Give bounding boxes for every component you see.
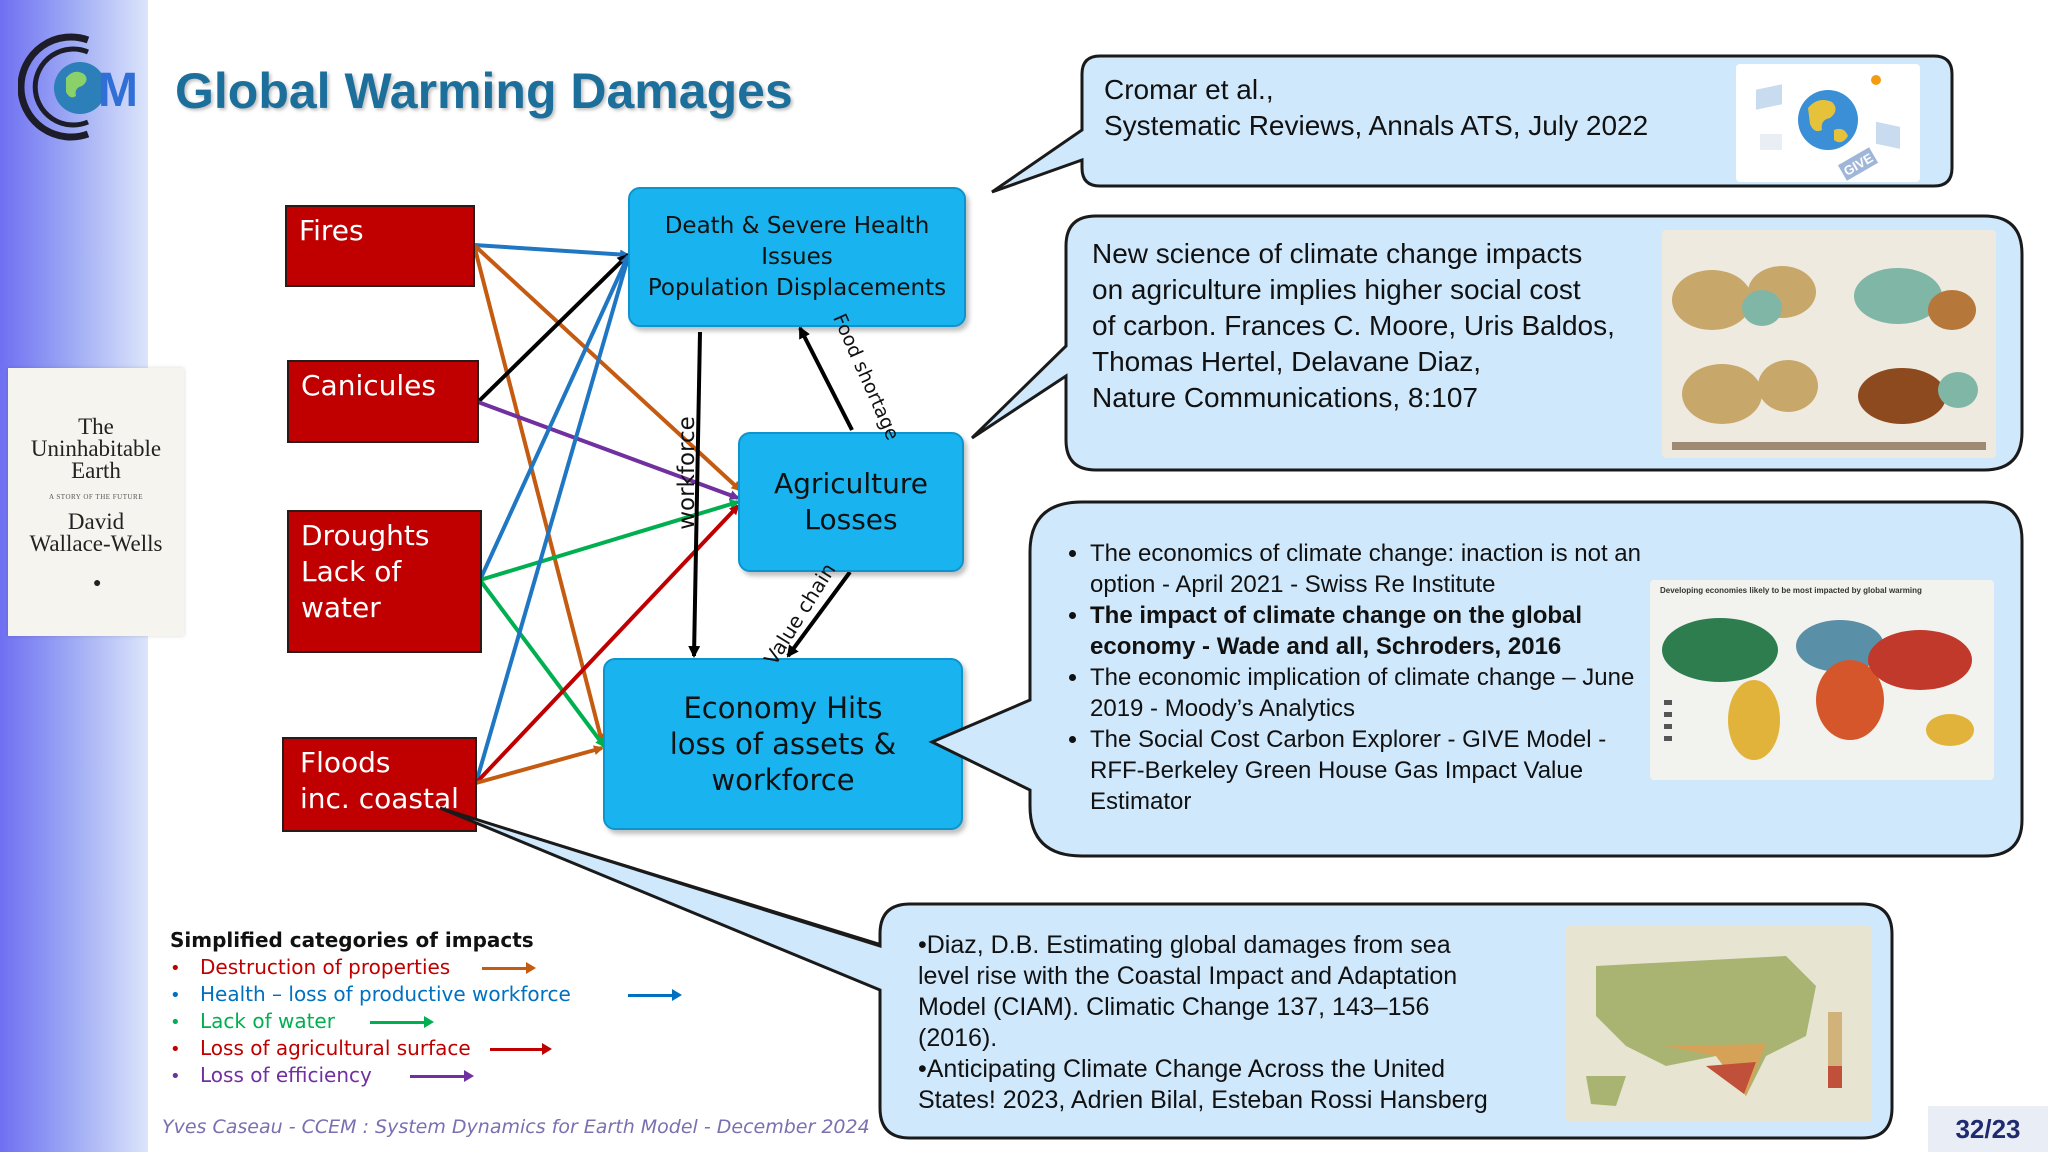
footer-credit: Yves Caseau - CCEM : System Dynamics for… — [162, 1116, 870, 1138]
legend-label-health: Health – loss of productive workforce — [200, 982, 571, 1006]
moore-line1: New science of climate change impacts — [1092, 238, 1583, 269]
callout-economics-text: The economics of climate change: inactio… — [1062, 538, 1660, 817]
diaz-line3: Model (CIAM). Climatic Change 137, 143–1… — [918, 993, 1430, 1021]
book-author-line1: David — [67, 509, 125, 534]
cause-floods-line1: Floods — [300, 746, 391, 779]
legend-arrow-green — [370, 1016, 434, 1028]
effect-agriculture-losses: Agriculture Losses — [738, 432, 964, 572]
moore-line4: Thomas Hertel, Delavane Diaz, — [1092, 346, 1482, 377]
book-cover: The Uninhabitable Earth A STORY OF THE F… — [8, 368, 184, 636]
crop-maps-image — [1662, 230, 1996, 458]
book-title-line3: Earth — [71, 458, 121, 483]
cause-fires-label: Fires — [299, 214, 364, 247]
arrow-floods-death — [474, 256, 631, 784]
legend-arrow-blue — [628, 989, 682, 1001]
effect-agriculture-line2: Losses — [804, 503, 898, 536]
arrow-fires-death — [473, 243, 630, 260]
arrow-fires-agriculture — [472, 243, 742, 492]
callout-cromar-shape — [991, 54, 1954, 194]
us-damage-map-image — [1566, 926, 1872, 1122]
book-title-line2: Uninhabitable — [30, 436, 162, 461]
arrow-agriculture-death — [798, 326, 854, 431]
effect-economy-hits: Economy Hits loss of assets & workforce — [603, 658, 963, 830]
ccem-logo: M — [18, 33, 138, 141]
callout-diaz-text: •Diaz, D.B. Estimating global damages fr… — [918, 930, 1488, 1116]
give-globe-image: GIVE — [1736, 64, 1920, 182]
legend-arrow-orange — [482, 962, 536, 974]
arrow-fires-economy — [472, 244, 605, 744]
legend-label-water: Lack of water — [200, 1009, 335, 1033]
econ-ref-4: The Social Cost Carbon Explorer - GIVE M… — [1090, 724, 1660, 817]
effect-economy-line3: workforce — [711, 763, 855, 797]
diaz-line6: States! 2023, Adrien Bilal, Esteban Ross… — [918, 1086, 1488, 1114]
cause-canicules-label: Canicules — [301, 369, 436, 402]
moore-line5: Nature Communications, 8:107 — [1092, 382, 1478, 413]
legend-bullet: • — [170, 985, 181, 1006]
legend-item-efficiency: • Loss of efficiency — [170, 1062, 571, 1089]
econ-ref-3: The economic implication of climate chan… — [1090, 662, 1660, 724]
diaz-line2: level rise with the Coastal Impact and A… — [918, 962, 1458, 990]
legend-label-properties: Destruction of properties — [200, 955, 451, 979]
impact-legend: Simplified categories of impacts • Destru… — [170, 928, 682, 1089]
cause-floods-line2: inc. coastal — [300, 782, 459, 815]
cause-droughts-line2: Lack of — [301, 555, 402, 588]
legend-item-water: • Lack of water — [170, 1008, 571, 1035]
page-number: 32/23 — [1928, 1106, 2048, 1152]
cause-floods: Floods inc. coastal — [282, 737, 477, 832]
legend-bullet: • — [170, 1012, 181, 1033]
globe-icon: GIVE — [1756, 75, 1900, 181]
legend-item-agri-surface: • Loss of agricultural surface — [170, 1035, 571, 1062]
cause-droughts: Droughts Lack of water — [287, 510, 482, 653]
legend-bullet: • — [170, 1066, 181, 1087]
arrow-canicules-agriculture — [477, 400, 740, 500]
effect-economy-line2: loss of assets & — [669, 727, 897, 761]
arrow-death-economy — [688, 331, 702, 658]
legend-label-efficiency: Loss of efficiency — [200, 1063, 372, 1087]
effect-death-line2: Issues — [761, 243, 833, 270]
econ-ref-1: The economics of climate change: inactio… — [1090, 538, 1660, 600]
arrow-agriculture-economy — [786, 570, 852, 658]
cause-droughts-line1: Droughts — [301, 519, 430, 552]
cause-droughts-line3: water — [301, 591, 381, 624]
effect-death-line1: Death & Severe Health — [664, 212, 930, 239]
econ-ref-2: The impact of climate change on the glob… — [1090, 600, 1660, 662]
book-author-line2: Wallace-Wells — [29, 531, 163, 556]
cromar-line1: Cromar et al., — [1104, 74, 1274, 105]
callout-diaz-shape — [439, 806, 1894, 1140]
moore-line2: on agriculture implies higher social cos… — [1092, 274, 1581, 305]
diaz-line4: (2016). — [918, 1024, 998, 1052]
book-subtitle: A STORY OF THE FUTURE — [49, 493, 143, 501]
world-impact-map-image: Developing economies likely to be most i… — [1650, 580, 1994, 780]
legend-bullet: • — [170, 958, 181, 979]
arrow-droughts-economy — [478, 578, 606, 748]
moore-line3: of carbon. Frances C. Moore, Uris Baldos… — [1092, 310, 1615, 341]
svg-text:M: M — [98, 64, 138, 117]
diaz-line5: •Anticipating Climate Change Across the … — [918, 1055, 1446, 1083]
cause-canicules: Canicules — [287, 360, 479, 443]
world-map-caption: Developing economies likely to be most i… — [1660, 586, 1922, 595]
diaz-line1: •Diaz, D.B. Estimating global damages fr… — [918, 931, 1451, 959]
legend-heading: Simplified categories of impacts — [170, 928, 534, 952]
arrow-canicules-death — [476, 253, 630, 404]
effect-agriculture-line1: Agriculture — [774, 467, 928, 500]
bee-icon: ● — [93, 576, 102, 591]
legend-arrow-purple — [410, 1070, 474, 1082]
effect-death-line3: Population Displacements — [647, 274, 947, 301]
page-title: Global Warming Damages — [175, 63, 793, 119]
legend-arrow-red — [490, 1043, 552, 1055]
callout-moore-text: New science of climate change impacts on… — [1092, 236, 1615, 416]
effect-economy-line1: Economy Hits — [683, 691, 883, 725]
legend-label-agri-surface: Loss of agricultural surface — [200, 1036, 471, 1060]
callout-cromar-text: Cromar et al., Systematic Reviews, Annal… — [1104, 72, 1648, 144]
cause-fires: Fires — [285, 205, 475, 287]
arrow-droughts-death — [478, 254, 630, 581]
cromar-line2: Systematic Reviews, Annals ATS, July 202… — [1104, 110, 1649, 141]
legend-bullet: • — [170, 1039, 181, 1060]
book-title-line1: The — [78, 414, 114, 439]
arrow-floods-economy — [475, 745, 604, 785]
effect-death-health: Death & Severe Health Issues Population … — [628, 187, 966, 327]
legend-item-health: • Health – loss of productive workforce — [170, 981, 682, 1008]
legend-item-properties: • Destruction of properties — [170, 954, 571, 981]
